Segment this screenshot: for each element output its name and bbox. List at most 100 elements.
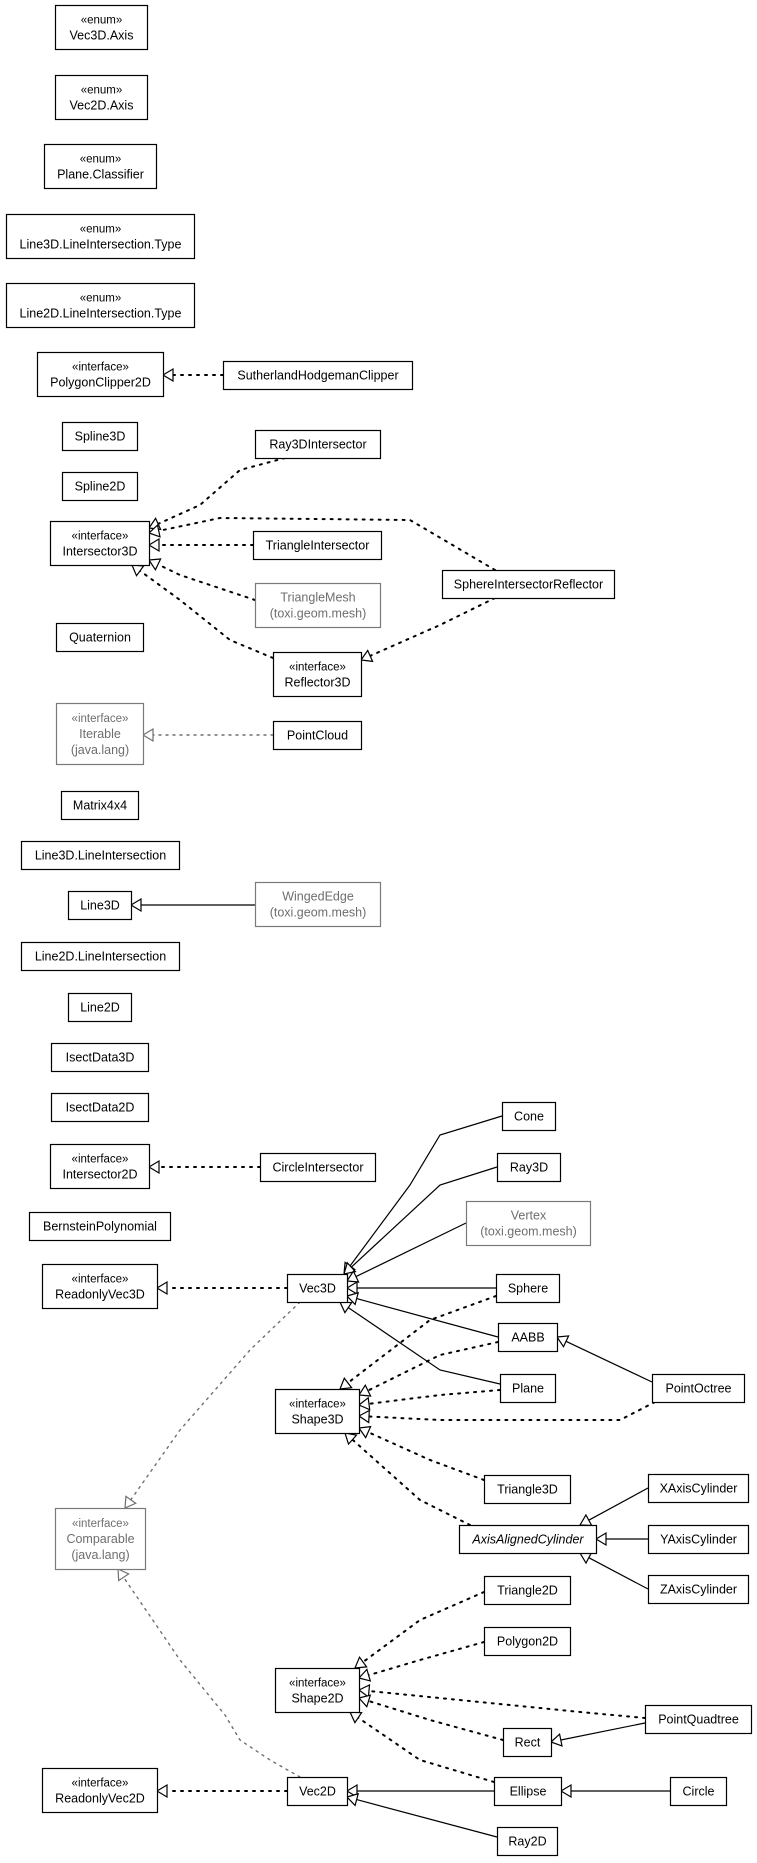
generalization-line xyxy=(349,1115,503,1267)
class-line2d-li[interactable]: Line2D.LineIntersection xyxy=(20,941,181,972)
class-yaxiscylinder[interactable]: YAxisCylinder xyxy=(647,1524,750,1555)
class-stereotype: «interface» xyxy=(289,1678,346,1690)
relation-triangle3d-to-shape3d xyxy=(357,1425,485,1481)
class-package: (toxi.geom.mesh) xyxy=(270,906,367,920)
relation-xaxiscylinder-to-axisalignedcylinder xyxy=(578,1487,649,1527)
class-triangle2d[interactable]: Triangle2D xyxy=(483,1575,572,1606)
class-pointquadtree[interactable]: PointQuadtree xyxy=(644,1704,753,1735)
class-line3d[interactable]: Line3D xyxy=(67,890,133,921)
class-vec2d[interactable]: Vec2D xyxy=(286,1776,349,1807)
class-spline3d[interactable]: Spline3D xyxy=(61,421,139,452)
class-vertex[interactable]: Vertex(toxi.geom.mesh) xyxy=(465,1200,592,1247)
class-plane[interactable]: Plane xyxy=(499,1373,557,1404)
relation-ray3dintersector-to-intersector3d xyxy=(147,457,286,531)
hollow-triangle-arrowhead xyxy=(339,1376,353,1390)
relation-triangleintersector-to-intersector3d xyxy=(147,537,254,553)
class-wingededge[interactable]: WingedEdge (toxi.geom.mesh) xyxy=(254,881,382,928)
class-circleintersector[interactable]: CircleIntersector xyxy=(259,1152,377,1183)
class-name: WingedEdge xyxy=(282,890,354,904)
class-ray3dintersector[interactable]: Ray3DIntersector xyxy=(254,429,382,460)
class-comparable[interactable]: «interface»Comparable(java.lang) xyxy=(54,1507,147,1571)
hollow-triangle-arrowhead xyxy=(345,1291,360,1306)
class-polygon2d[interactable]: Polygon2D xyxy=(483,1626,572,1657)
class-pointoctree[interactable]: PointOctree xyxy=(651,1373,746,1404)
class-pointcloud[interactable]: PointCloud xyxy=(272,720,363,751)
class-name: Vec3D xyxy=(299,1282,336,1296)
class-triangleintersector[interactable]: TriangleIntersector xyxy=(252,530,383,561)
hollow-triangle-arrowhead xyxy=(141,727,154,743)
class-package: (toxi.geom.mesh) xyxy=(270,607,367,621)
class-box xyxy=(50,1092,150,1123)
class-reflector3d[interactable]: «interface»Reflector3D xyxy=(272,651,363,698)
class-intersector2d[interactable]: «interface»Intersector2D xyxy=(49,1143,151,1190)
class-box xyxy=(5,282,196,329)
class-stereotype: «interface» xyxy=(72,1274,129,1286)
class-box xyxy=(496,1152,562,1183)
class-isectdata3d[interactable]: IsectData3D xyxy=(50,1042,150,1073)
class-sphere[interactable]: Sphere xyxy=(495,1273,561,1304)
class-spline2d[interactable]: Spline2D xyxy=(61,471,139,502)
class-axisalignedcylinder[interactable]: AxisAlignedCylinder xyxy=(458,1524,598,1555)
hollow-triangle-arrowhead xyxy=(147,523,161,538)
hollow-triangle-arrowhead xyxy=(129,897,142,913)
class-name: IsectData3D xyxy=(66,1051,135,1065)
class-iterable[interactable]: «interface»Iterable(java.lang) xyxy=(55,702,145,766)
class-shape3d[interactable]: «interface»Shape3D xyxy=(274,1388,361,1435)
class-box xyxy=(286,1273,349,1304)
class-box xyxy=(274,1388,361,1435)
relation-sphereintersectorreflector-to-intersector3d xyxy=(147,516,496,571)
class-circle[interactable]: Circle xyxy=(669,1776,728,1807)
class-line3d-li-type[interactable]: «enum»Line3D.LineIntersection.Type xyxy=(5,213,196,260)
class-plane-classifier[interactable]: «enum»Plane.Classifier xyxy=(43,143,158,190)
class-name: Rect xyxy=(515,1736,541,1750)
class-readonlyvec2d[interactable]: «interface»ReadonlyVec2D xyxy=(41,1767,159,1814)
class-matrix4x4[interactable]: Matrix4x4 xyxy=(60,790,140,821)
class-box xyxy=(67,992,133,1023)
class-stereotype: «interface» xyxy=(72,1518,129,1530)
relation-sphere-to-vec3d xyxy=(345,1280,496,1296)
class-shape2d[interactable]: «interface»Shape2D xyxy=(274,1667,361,1714)
class-bernsteinpolynomial[interactable]: BernsteinPolynomial xyxy=(28,1211,172,1242)
relation-vec2d-to-readonlyvec2d xyxy=(155,1783,288,1799)
class-vec2d-axis[interactable]: «enum»Vec2D.Axis xyxy=(54,74,149,121)
class-line2d-li-type[interactable]: «enum»Line2D.LineIntersection.Type xyxy=(5,282,196,329)
class-readonlyvec3d[interactable]: «interface»ReadonlyVec3D xyxy=(41,1263,159,1310)
class-ray2d[interactable]: Ray2D xyxy=(496,1826,559,1857)
class-cone[interactable]: Cone xyxy=(501,1101,557,1132)
class-sutherlandhodgemanclipper[interactable]: SutherlandHodgemanClipper xyxy=(222,360,414,391)
class-box xyxy=(55,702,145,766)
class-trianglemesh[interactable]: TriangleMesh(toxi.geom.mesh) xyxy=(254,582,382,629)
class-line2d[interactable]: Line2D xyxy=(67,992,133,1023)
realization-line xyxy=(368,1401,656,1421)
hollow-triangle-arrowhead xyxy=(357,1684,371,1699)
class-aabb[interactable]: AABB xyxy=(497,1322,559,1353)
class-name: Reflector3D xyxy=(285,676,351,690)
class-isectdata2d[interactable]: IsectData2D xyxy=(50,1092,150,1123)
class-box xyxy=(41,1263,159,1310)
hollow-triangle-arrowhead xyxy=(357,1383,372,1397)
class-name: Circle xyxy=(683,1785,715,1799)
class-triangle3d[interactable]: Triangle3D xyxy=(483,1474,572,1505)
class-xaxiscylinder[interactable]: XAxisCylinder xyxy=(647,1473,750,1504)
class-box xyxy=(41,1767,159,1814)
generalization-line xyxy=(355,1222,467,1278)
class-name: Shape3D xyxy=(291,1413,343,1427)
class-rect[interactable]: Rect xyxy=(502,1727,553,1758)
class-sphereintersectorreflector[interactable]: SphereIntersectorReflector xyxy=(441,569,616,600)
class-line3d-li[interactable]: Line3D.LineIntersection xyxy=(20,840,181,871)
class-quaternion[interactable]: Quaternion xyxy=(55,622,145,653)
class-name: ZAxisCylinder xyxy=(660,1583,737,1597)
generalization-line xyxy=(350,1166,498,1268)
class-box xyxy=(274,1667,361,1714)
class-name: SphereIntersectorReflector xyxy=(454,578,603,592)
class-ellipse[interactable]: Ellipse xyxy=(493,1776,563,1807)
class-ray3d[interactable]: Ray3D xyxy=(496,1152,562,1183)
realization-line xyxy=(367,1700,504,1741)
class-polygonclipper2d[interactable]: «interface»PolygonClipper2D xyxy=(36,351,165,398)
class-vec3d[interactable]: Vec3D xyxy=(286,1273,349,1304)
class-vec3d-axis[interactable]: «enum»Vec3D.Axis xyxy=(54,4,149,51)
class-intersector3d[interactable]: «interface»Intersector3D xyxy=(49,520,151,567)
realization-line xyxy=(367,1341,499,1392)
class-zaxiscylinder[interactable]: ZAxisCylinder xyxy=(647,1574,750,1605)
class-name: PointOctree xyxy=(665,1382,731,1396)
